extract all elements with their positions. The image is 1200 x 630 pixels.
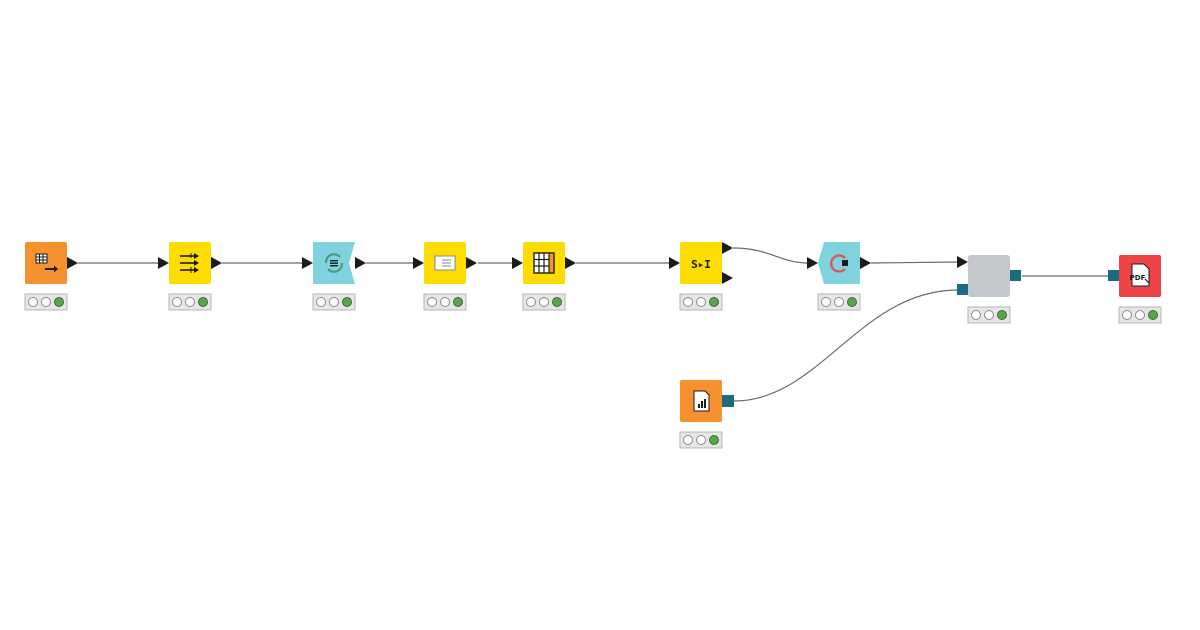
- loop-end-icon: [830, 254, 848, 273]
- out-port[interactable]: [355, 257, 366, 269]
- out-port-1[interactable]: [722, 242, 733, 254]
- node-status: [24, 293, 68, 311]
- status-light-green: [342, 297, 352, 307]
- node-row-filter[interactable]: [413, 242, 477, 311]
- out-port-object[interactable]: [722, 395, 734, 407]
- out-port-object[interactable]: [1010, 270, 1021, 281]
- out-port[interactable]: [67, 257, 78, 269]
- status-light-yellow: [834, 297, 844, 307]
- node-status: [679, 431, 723, 449]
- column-splitter-icon: [533, 252, 555, 274]
- node-status: [817, 293, 861, 311]
- node-column-filter[interactable]: [158, 242, 222, 311]
- column-filter-icon: [180, 253, 199, 273]
- pdf-label: PDF: [1130, 274, 1146, 282]
- in-port[interactable]: [669, 257, 680, 269]
- row-filter-icon: [434, 255, 456, 271]
- status-light-red: [427, 297, 437, 307]
- status-light-green: [709, 297, 719, 307]
- out-port[interactable]: [211, 257, 222, 269]
- status-light-red: [971, 310, 981, 320]
- node-body[interactable]: [680, 242, 722, 284]
- status-light-yellow: [329, 297, 339, 307]
- status-light-yellow: [1135, 310, 1145, 320]
- in-port[interactable]: [413, 257, 424, 269]
- status-light-green: [552, 297, 562, 307]
- out-port-2[interactable]: [722, 272, 733, 284]
- status-light-green: [453, 297, 463, 307]
- status-light-red: [28, 297, 38, 307]
- node-status: [1118, 306, 1162, 324]
- status-light-yellow: [696, 297, 706, 307]
- in-port-data[interactable]: [957, 256, 968, 268]
- in-port[interactable]: [302, 257, 313, 269]
- node-status: [967, 306, 1011, 324]
- status-light-yellow: [185, 297, 195, 307]
- status-light-green: [198, 297, 208, 307]
- node-status: [522, 293, 566, 311]
- status-light-yellow: [539, 297, 549, 307]
- node-column-splitter[interactable]: [512, 242, 576, 311]
- node-body[interactable]: [818, 242, 860, 284]
- in-port[interactable]: [512, 257, 523, 269]
- status-light-yellow: [41, 297, 51, 307]
- in-port-object[interactable]: [957, 284, 968, 295]
- connection-6[interactable]: [732, 247, 809, 264]
- node-file-reader[interactable]: [679, 380, 734, 449]
- status-light-red: [1122, 310, 1132, 320]
- node-loop-end[interactable]: [807, 242, 871, 311]
- status-light-red: [821, 297, 831, 307]
- node-status: [312, 293, 356, 311]
- status-light-green: [1148, 310, 1158, 320]
- node-status: [423, 293, 467, 311]
- status-light-red: [683, 297, 693, 307]
- node-table-creator[interactable]: [24, 242, 78, 311]
- connection-7[interactable]: [870, 261, 959, 264]
- in-port[interactable]: [807, 257, 818, 269]
- status-light-red: [172, 297, 182, 307]
- component-icon[interactable]: [968, 255, 1010, 297]
- status-light-green: [997, 310, 1007, 320]
- string-to-integer-icon: S▸I: [691, 258, 711, 271]
- out-port[interactable]: [466, 257, 477, 269]
- node-metanode[interactable]: [957, 255, 1021, 324]
- in-port-object[interactable]: [1108, 270, 1119, 281]
- connections: [78, 247, 1109, 402]
- node-loop-start[interactable]: [302, 242, 366, 311]
- status-light-yellow: [440, 297, 450, 307]
- file-reader-icon: [693, 390, 710, 412]
- node-status: [679, 293, 723, 311]
- status-light-yellow: [696, 435, 706, 445]
- status-light-yellow: [984, 310, 994, 320]
- table-creator-icon: [35, 253, 58, 273]
- status-light-green: [847, 297, 857, 307]
- in-port[interactable]: [158, 257, 169, 269]
- status-light-green: [709, 435, 719, 445]
- status-light-red: [316, 297, 326, 307]
- out-port[interactable]: [860, 257, 871, 269]
- node-pdf-writer[interactable]: PDF: [1108, 255, 1162, 324]
- out-port[interactable]: [565, 257, 576, 269]
- pdf-writer-icon: PDF: [1130, 263, 1150, 287]
- node-status: [168, 293, 212, 311]
- node-string-to-integer[interactable]: S▸I: [669, 242, 733, 311]
- connection-9[interactable]: [733, 289, 959, 402]
- loop-start-icon: [324, 253, 344, 273]
- status-light-green: [54, 297, 64, 307]
- status-light-red: [683, 435, 693, 445]
- status-light-red: [526, 297, 536, 307]
